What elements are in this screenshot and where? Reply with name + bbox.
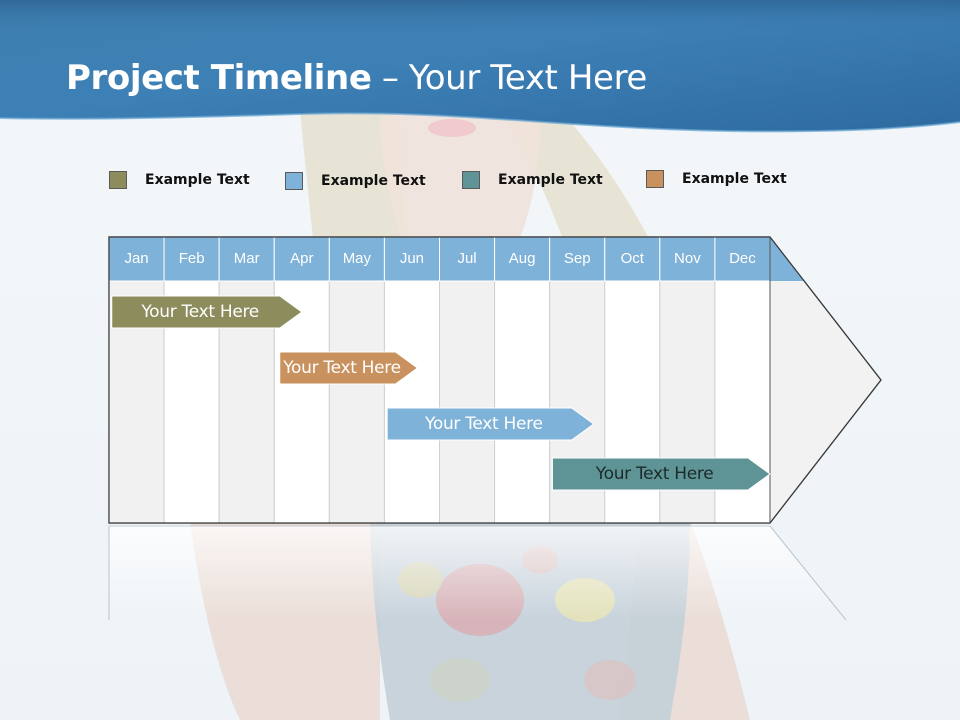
title-main: Project Timeline	[66, 58, 372, 98]
timeline-reflection	[108, 525, 847, 621]
legend-label: Example Text	[321, 173, 426, 189]
legend-swatch	[646, 170, 664, 188]
month-label-apr: Apr	[290, 250, 314, 267]
task-label-4: Your Text Here	[595, 464, 714, 484]
title-rest: – Your Text Here	[371, 58, 647, 98]
task-bar	[551, 457, 771, 491]
month-column	[494, 280, 551, 524]
month-label-dec: Dec	[729, 250, 756, 267]
task-bar	[279, 351, 419, 385]
month-header-cell	[163, 236, 220, 282]
page-title: Project Timeline – Your Text Here	[66, 58, 647, 98]
month-label-jul: Jul	[457, 250, 477, 267]
month-label-nov: Nov	[674, 250, 701, 267]
legend-label: Example Text	[682, 171, 787, 187]
legend-label: Example Text	[498, 172, 603, 188]
task-bar	[111, 295, 303, 329]
legend-item-2: Example Text	[285, 172, 426, 190]
legend-item-3: Example Text	[462, 171, 603, 189]
month-label-oct: Oct	[620, 250, 644, 267]
month-header-cell	[494, 236, 551, 282]
task-label-1: Your Text Here	[141, 302, 259, 322]
month-column	[328, 280, 385, 524]
month-label-sep: Sep	[563, 250, 591, 267]
month-header-cell	[383, 236, 440, 282]
month-label-jan: Jan	[124, 250, 149, 267]
month-label-feb: Feb	[178, 250, 205, 267]
month-label-jun: Jun	[399, 250, 425, 267]
month-column	[383, 280, 440, 524]
header-banner	[0, 0, 960, 133]
task-bar	[386, 407, 595, 441]
month-header-cell	[273, 236, 330, 282]
month-label-may: May	[342, 250, 372, 267]
legend-swatch	[109, 171, 127, 189]
legend-item-1: Example Text	[109, 171, 250, 189]
month-header-cell	[439, 236, 496, 282]
legend-swatch	[462, 171, 480, 189]
month-header-cell	[659, 236, 716, 282]
task-bars	[111, 295, 771, 491]
month-header-cell	[328, 236, 385, 282]
task-label-3: Your Text Here	[425, 414, 543, 434]
legend-swatch	[285, 172, 303, 190]
task-label-2: Your Text Here	[283, 358, 401, 378]
legend-label: Example Text	[145, 172, 250, 188]
month-label-aug: Aug	[508, 250, 536, 267]
month-label-mar: Mar	[233, 250, 260, 267]
legend-item-4: Example Text	[646, 170, 787, 188]
month-column	[439, 280, 496, 524]
